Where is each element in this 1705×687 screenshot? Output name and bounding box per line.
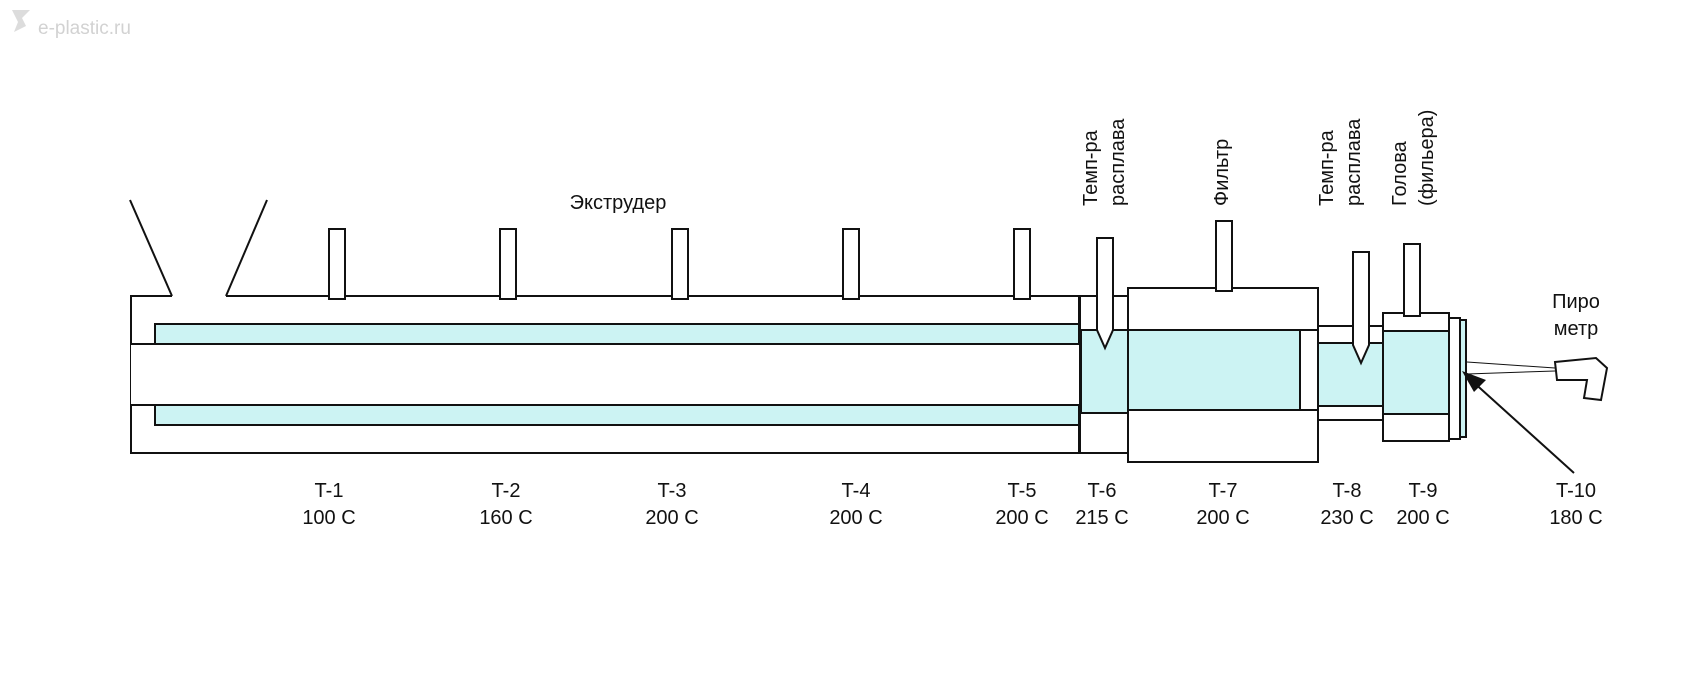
zone-temp-t3: 200 C xyxy=(645,507,698,529)
svg-text:Голова: Голова xyxy=(1389,140,1411,206)
zone-id-t3: T-3 xyxy=(658,480,687,502)
zone-id-t6: T-6 xyxy=(1088,480,1117,502)
zone-id-t5: T-5 xyxy=(1008,480,1037,502)
svg-text:Пиро: Пиро xyxy=(1552,291,1600,313)
zone-temp-t6: 215 C xyxy=(1075,507,1128,529)
thermocouple-t1 xyxy=(328,228,346,300)
zone-id-t10: T-10 xyxy=(1556,480,1596,502)
zone-temp-t5: 200 C xyxy=(995,507,1048,529)
extruder-title: Экструдер xyxy=(570,192,667,214)
thermocouple-t2 xyxy=(499,228,517,300)
thermocouple-t4 xyxy=(842,228,860,300)
head-label: Голова (фильера) xyxy=(1389,110,1438,206)
zone-temp-t1: 100 C xyxy=(302,507,355,529)
pyrometer-icon xyxy=(1553,356,1609,402)
filter-thermocouple xyxy=(1215,220,1233,292)
zone-temp-t8: 230 C xyxy=(1320,507,1373,529)
svg-text:расплава: расплава xyxy=(1343,118,1365,206)
filter-screen xyxy=(1299,329,1319,411)
pyrometer-arrow-icon xyxy=(1462,371,1486,392)
adapter-t8-melt xyxy=(1317,342,1384,407)
zone-id-t8: T-8 xyxy=(1333,480,1362,502)
pyrometer-label: Пиро метр xyxy=(1552,291,1600,340)
thermocouple-t5 xyxy=(1013,228,1031,300)
melt-probe-1 xyxy=(1096,237,1114,351)
svg-text:метр: метр xyxy=(1554,318,1599,340)
zone-id-t9: T-9 xyxy=(1409,480,1438,502)
svg-text:Темп-ра: Темп-ра xyxy=(1080,129,1102,206)
filter-label: Фильтр xyxy=(1211,139,1233,206)
head-melt xyxy=(1382,330,1450,415)
zone-temp-t9: 200 C xyxy=(1396,507,1449,529)
melt-temp-label-2: Темп-ра расплава xyxy=(1316,118,1365,206)
barrel-thermocouples xyxy=(328,228,1031,300)
watermark-logo-icon xyxy=(12,10,30,32)
zone-id-t2: T-2 xyxy=(492,480,521,502)
zone-labels: T-1 100 C T-2 160 C T-3 200 C T-4 200 C … xyxy=(302,480,1602,529)
svg-text:Фильтр: Фильтр xyxy=(1211,139,1233,206)
filter-melt xyxy=(1127,329,1301,411)
melt-temp-label-1: Темп-ра расплава xyxy=(1080,118,1129,206)
zone-temp-t10: 180 C xyxy=(1549,507,1602,529)
watermark-text: e-plastic.ru xyxy=(38,18,131,39)
zone-temp-t7: 200 C xyxy=(1196,507,1249,529)
melt-probe-2 xyxy=(1352,251,1370,366)
svg-text:расплава: расплава xyxy=(1107,118,1129,206)
screw-core xyxy=(131,344,1079,405)
svg-text:(фильера): (фильера) xyxy=(1416,110,1438,206)
pyrometer xyxy=(1462,356,1609,474)
zone-id-t4: T-4 xyxy=(842,480,871,502)
zone-id-t1: T-1 xyxy=(315,480,344,502)
zone-temp-t4: 200 C xyxy=(829,507,882,529)
hopper xyxy=(129,199,268,297)
svg-text:Темп-ра: Темп-ра xyxy=(1316,129,1338,206)
zone-temp-t2: 160 C xyxy=(479,507,532,529)
zone-id-t7: T-7 xyxy=(1209,480,1238,502)
die-plate xyxy=(1448,317,1461,440)
head-thermocouple xyxy=(1403,243,1421,317)
watermark: e-plastic.ru xyxy=(12,10,131,39)
thermocouple-t3 xyxy=(671,228,689,300)
die-exit-melt xyxy=(1459,319,1467,438)
